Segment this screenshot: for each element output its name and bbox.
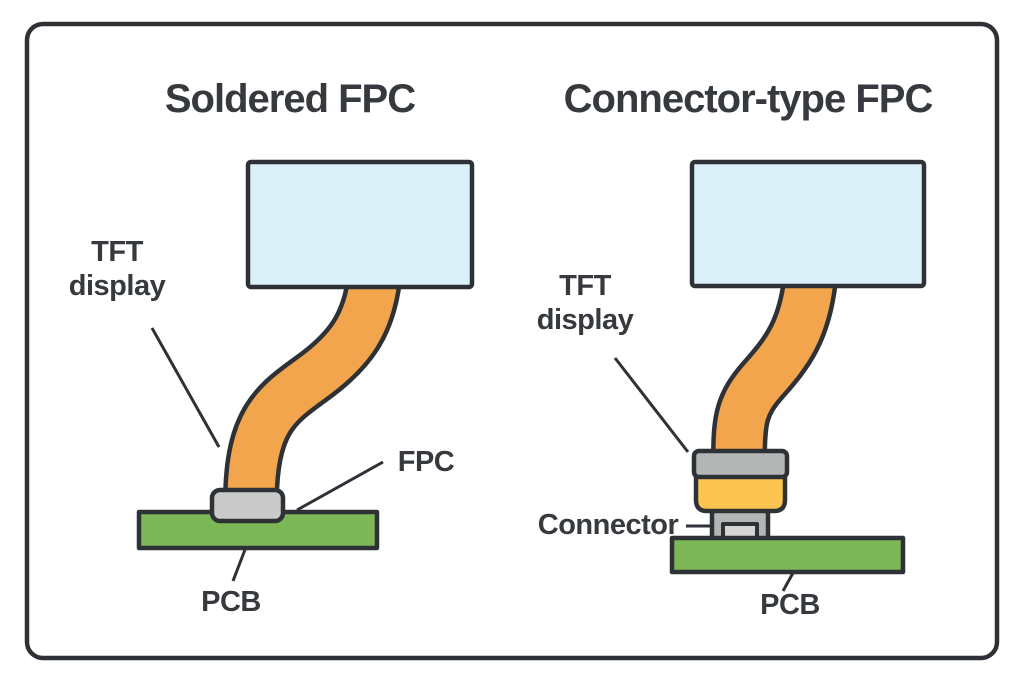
tft-display-label-line2: display	[537, 304, 634, 336]
diagram-root-group: Soldered FPC TFT display FPC PCB	[24, 21, 1000, 661]
fpc-label: FPC	[398, 446, 455, 478]
pcb-label: PCB	[201, 586, 261, 618]
tft-display-panel	[689, 159, 927, 289]
pcb-leader-line	[231, 546, 248, 582]
tft-display-leader-line	[150, 327, 221, 448]
fpc-stiffener-cap	[691, 448, 790, 480]
pcb-bar	[669, 535, 906, 575]
tft-display-label-line2: display	[69, 270, 166, 302]
pcb-leader-line	[781, 572, 795, 592]
fpc-ribbon	[715, 276, 834, 459]
connector-type-fpc-panel: Connector-type FPC TFT display Connector…	[537, 77, 934, 621]
soldered-fpc-title: Soldered FPC	[165, 77, 415, 121]
connector-type-fpc-title: Connector-type FPC	[564, 77, 933, 121]
solder-joint	[209, 487, 286, 524]
fpc-ribbon	[227, 276, 398, 499]
pcb-label: PCB	[760, 589, 820, 621]
tft-display-panel	[245, 159, 475, 290]
connector-label: Connector	[538, 509, 679, 541]
tft-display-leader-line	[613, 357, 690, 453]
tft-display-label-line1: TFT	[559, 270, 611, 302]
tft-display-label-line1: TFT	[91, 236, 143, 268]
soldered-fpc-panel: Soldered FPC TFT display FPC PCB	[69, 77, 475, 618]
connector-housing-yellow	[693, 468, 788, 514]
fpc-leader-line	[296, 460, 384, 512]
